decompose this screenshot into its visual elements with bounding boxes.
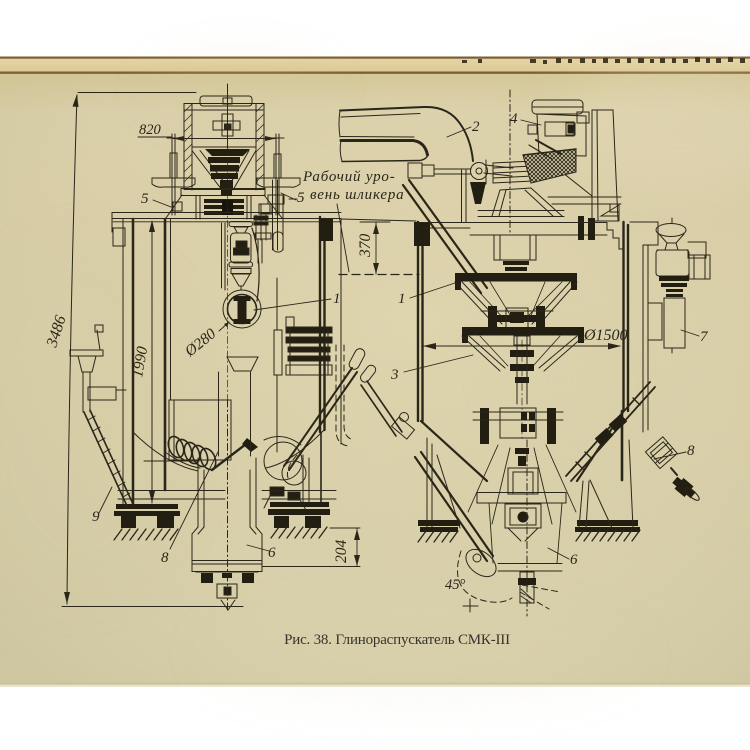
- svg-text:3: 3: [390, 367, 399, 383]
- svg-text:8: 8: [687, 443, 695, 459]
- svg-text:204: 204: [333, 540, 350, 564]
- svg-text:1: 1: [398, 291, 406, 307]
- svg-text:Рабочий уро-: Рабочий уро-: [302, 169, 396, 185]
- svg-text:8: 8: [161, 550, 169, 566]
- svg-text:1990: 1990: [129, 345, 151, 379]
- svg-text:Ø1500: Ø1500: [583, 327, 628, 344]
- svg-text:5: 5: [297, 190, 305, 206]
- svg-text:820: 820: [139, 122, 162, 138]
- svg-text:9: 9: [92, 509, 100, 525]
- svg-text:6: 6: [570, 552, 578, 568]
- svg-text:45°: 45°: [445, 577, 466, 593]
- svg-text:4: 4: [510, 111, 518, 127]
- svg-text:вень шликера: вень шликера: [310, 187, 404, 203]
- svg-text:2: 2: [472, 119, 480, 135]
- svg-text:6: 6: [268, 545, 276, 561]
- svg-text:1: 1: [333, 291, 341, 307]
- svg-text:7: 7: [700, 329, 709, 345]
- svg-text:370: 370: [357, 234, 374, 259]
- svg-text:Рис. 38. Глинораспускатель СМК: Рис. 38. Глинораспускатель СМК-III: [284, 632, 510, 648]
- svg-text:5: 5: [141, 191, 149, 207]
